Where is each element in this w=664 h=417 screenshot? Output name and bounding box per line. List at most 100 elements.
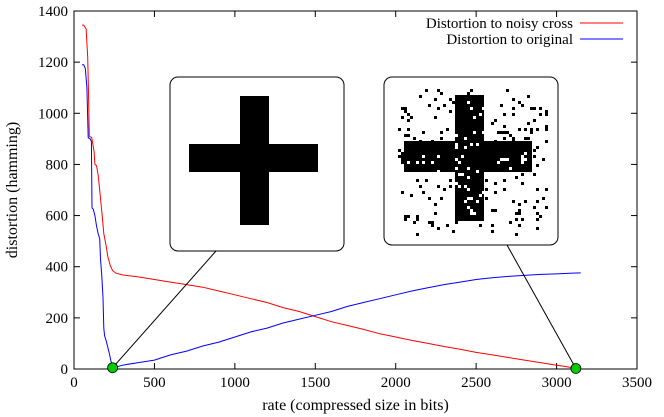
noise-pixel [416,161,419,164]
noise-pixel [497,131,500,134]
noise-pixel [407,161,410,164]
noise-pixel [545,188,548,191]
noise-pixel [542,158,545,161]
noise-pixel [512,140,515,143]
noise-pixel [527,137,530,140]
connector-clean [112,250,217,369]
noise-pixel [401,152,404,155]
noise-pixel [470,143,473,146]
noise-pixel [494,182,497,185]
noisy-cross-horizontal-bar [404,141,532,172]
noise-pixel [518,209,521,212]
noise-pixel [479,224,482,227]
noise-pixel [500,131,503,134]
noise-pixel [425,89,428,92]
noise-pixel [530,128,533,131]
x-axis-label: rate (compressed size in bits) [262,397,449,414]
noise-pixel [437,89,440,92]
noise-pixel [440,131,443,134]
noise-pixel [479,194,482,197]
noise-pixel [407,128,410,131]
noise-pixel [545,110,548,113]
noise-pixel [455,182,458,185]
noise-pixel [437,155,440,158]
y-tick-label: 400 [46,260,69,276]
noise-pixel [464,185,467,188]
noise-pixel [503,158,506,161]
noise-pixel [494,140,497,143]
highlight-markers [107,362,582,374]
cross-horizontal-bar [189,144,318,172]
noise-pixel [461,173,464,176]
x-tick-label: 3500 [622,375,652,391]
inset-clean-cross [169,76,345,252]
noise-pixel [446,128,449,131]
noise-pixel [422,161,425,164]
noise-pixel [533,149,536,152]
noise-pixel [428,197,431,200]
noise-pixel [500,158,503,161]
noise-pixel [524,152,527,155]
noise-pixel [425,179,428,182]
noise-pixel [476,143,479,146]
noise-pixel [416,218,419,221]
noise-pixel [524,128,527,131]
noise-pixel [470,197,473,200]
noise-pixel [461,155,464,158]
noise-pixel [455,134,458,137]
noise-pixel [467,188,470,191]
noise-pixel [398,128,401,131]
noise-pixel [440,92,443,95]
noise-pixel [506,131,509,134]
noise-pixel [428,221,431,224]
noise-pixel [533,119,536,122]
noise-pixel [503,113,506,116]
noise-pixel [419,185,422,188]
noise-pixel [401,158,404,161]
noise-pixel [536,212,539,215]
noise-pixel [422,155,425,158]
noise-pixel [449,98,452,101]
noise-pixel [404,134,407,137]
noise-pixel [536,200,539,203]
noise-pixel [518,128,521,131]
noise-pixel [431,161,434,164]
noise-pixel [512,107,515,110]
noise-pixel [401,161,404,164]
noise-pixel [449,185,452,188]
noise-pixel [479,113,482,116]
noise-pixel [416,215,419,218]
y-tick-label: 800 [46,157,69,173]
y-axis-label: distortion (hamming) [4,122,21,258]
noise-pixel [440,197,443,200]
noise-pixel [437,185,440,188]
noise-pixel [416,233,419,236]
noise-pixel [467,176,470,179]
noise-pixel [419,140,422,143]
noise-pixel [533,107,536,110]
noise-pixel [512,113,515,116]
noise-pixel [539,113,542,116]
noise-pixel [536,146,539,149]
noise-pixel [509,221,512,224]
x-tick-label: 3000 [542,375,572,391]
noise-pixel [545,113,548,116]
noise-pixel [431,221,434,224]
noise-pixel [518,203,521,206]
noise-pixel [494,119,497,122]
noise-pixel [524,137,527,140]
noise-pixel [485,188,488,191]
noise-pixel [545,128,548,131]
noise-pixel [497,161,500,164]
x-tick-label: 2500 [461,375,491,391]
noise-pixel [467,167,470,170]
noise-pixel [404,218,407,221]
noise-pixel [539,107,542,110]
noise-pixel [446,224,449,227]
noise-pixel [434,212,437,215]
noise-pixel [401,191,404,194]
noise-pixel [518,101,521,104]
noise-pixel [473,212,476,215]
noise-pixel [515,233,518,236]
